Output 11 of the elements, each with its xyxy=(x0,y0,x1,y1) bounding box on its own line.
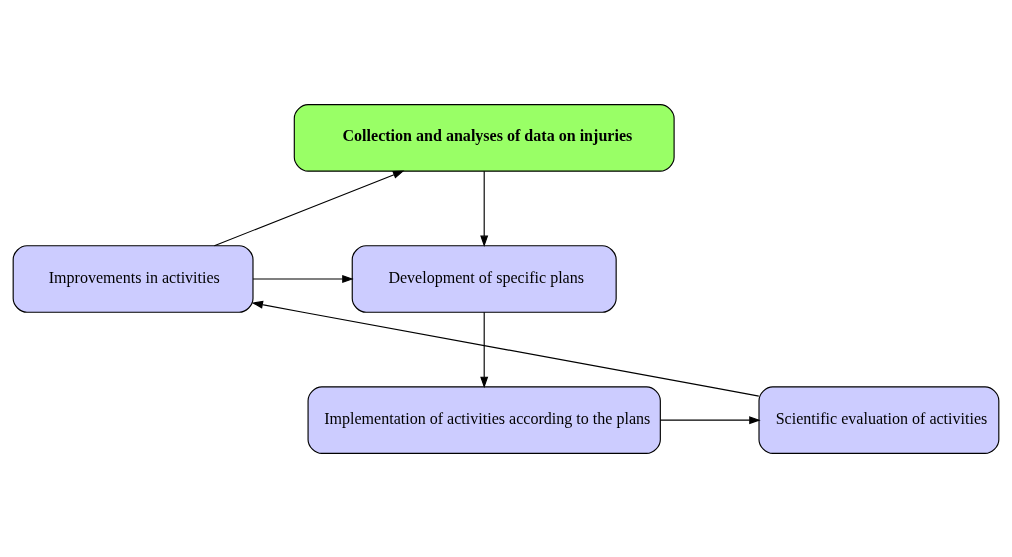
node-box: Implementation of activities according to the plans xyxy=(307,385,661,454)
node-box: Collection and analyses of data on injuries xyxy=(293,103,675,172)
node-box: Improvements in activities xyxy=(12,244,254,313)
arrow xyxy=(659,415,761,424)
node-box: Development of specific plans xyxy=(351,244,617,313)
arrow xyxy=(480,170,489,247)
node-box: Scientific evaluation of activities xyxy=(758,385,1000,454)
arrow xyxy=(480,311,489,388)
arrow xyxy=(251,300,760,397)
arrow xyxy=(252,274,354,283)
arrow xyxy=(213,170,405,246)
